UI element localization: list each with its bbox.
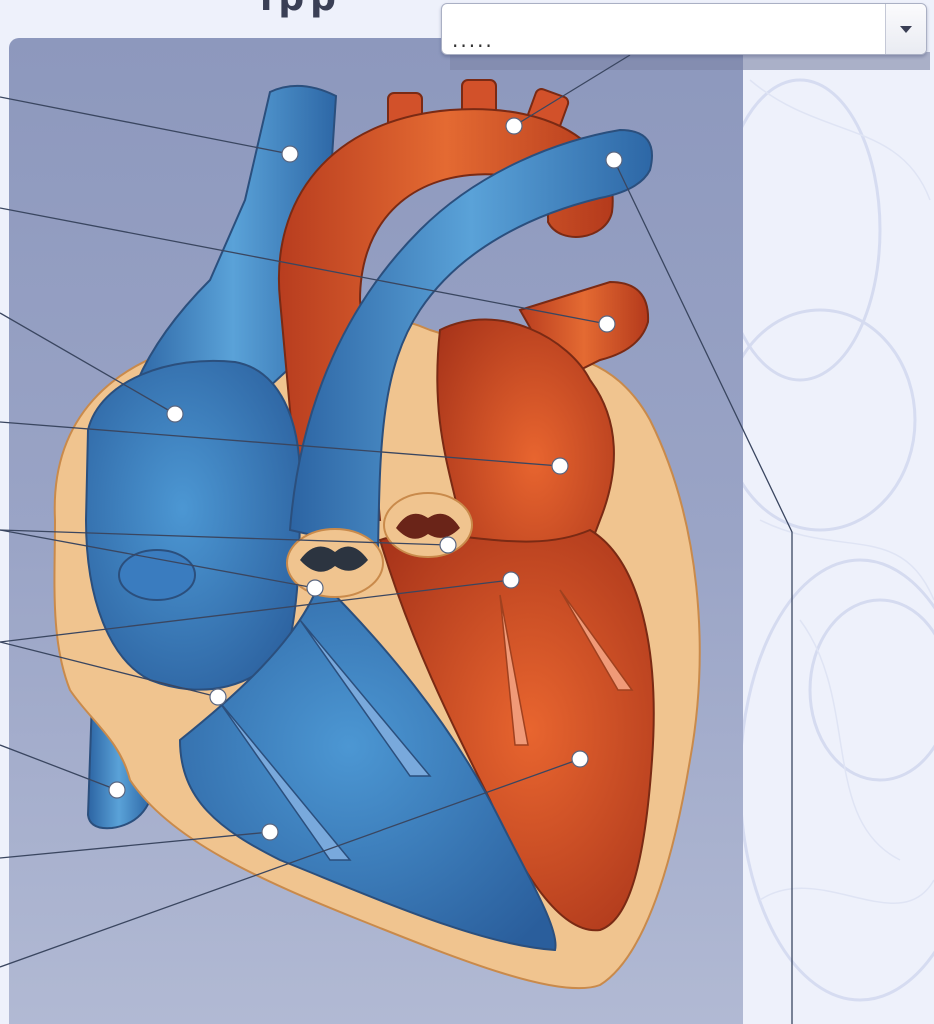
marker-right-ventricle[interactable] — [262, 824, 278, 840]
dropdown-value: ..... — [452, 28, 494, 52]
chevron-down-icon — [900, 26, 912, 33]
marker-tricuspid-valve[interactable] — [210, 689, 226, 705]
marker-mitral-valve[interactable] — [503, 572, 519, 588]
marker-pulmonary-valve[interactable] — [307, 580, 323, 596]
marker-inferior-vena-cava[interactable] — [109, 782, 125, 798]
marker-aorta[interactable] — [506, 118, 522, 134]
marker-left-ventricle[interactable] — [572, 751, 588, 767]
marker-aortic-valve[interactable] — [440, 537, 456, 553]
dropdown-toggle-button[interactable] — [885, 4, 926, 54]
marker-right-atrium[interactable] — [167, 406, 183, 422]
marker-pulmonary-artery[interactable] — [606, 152, 622, 168]
answer-dropdown[interactable]: ..... — [441, 3, 927, 55]
marker-left-atrium[interactable] — [552, 458, 568, 474]
marker-pulmonary-veins[interactable] — [599, 316, 615, 332]
marker-superior-vena-cava[interactable] — [282, 146, 298, 162]
right-atrium-shape — [86, 361, 300, 690]
